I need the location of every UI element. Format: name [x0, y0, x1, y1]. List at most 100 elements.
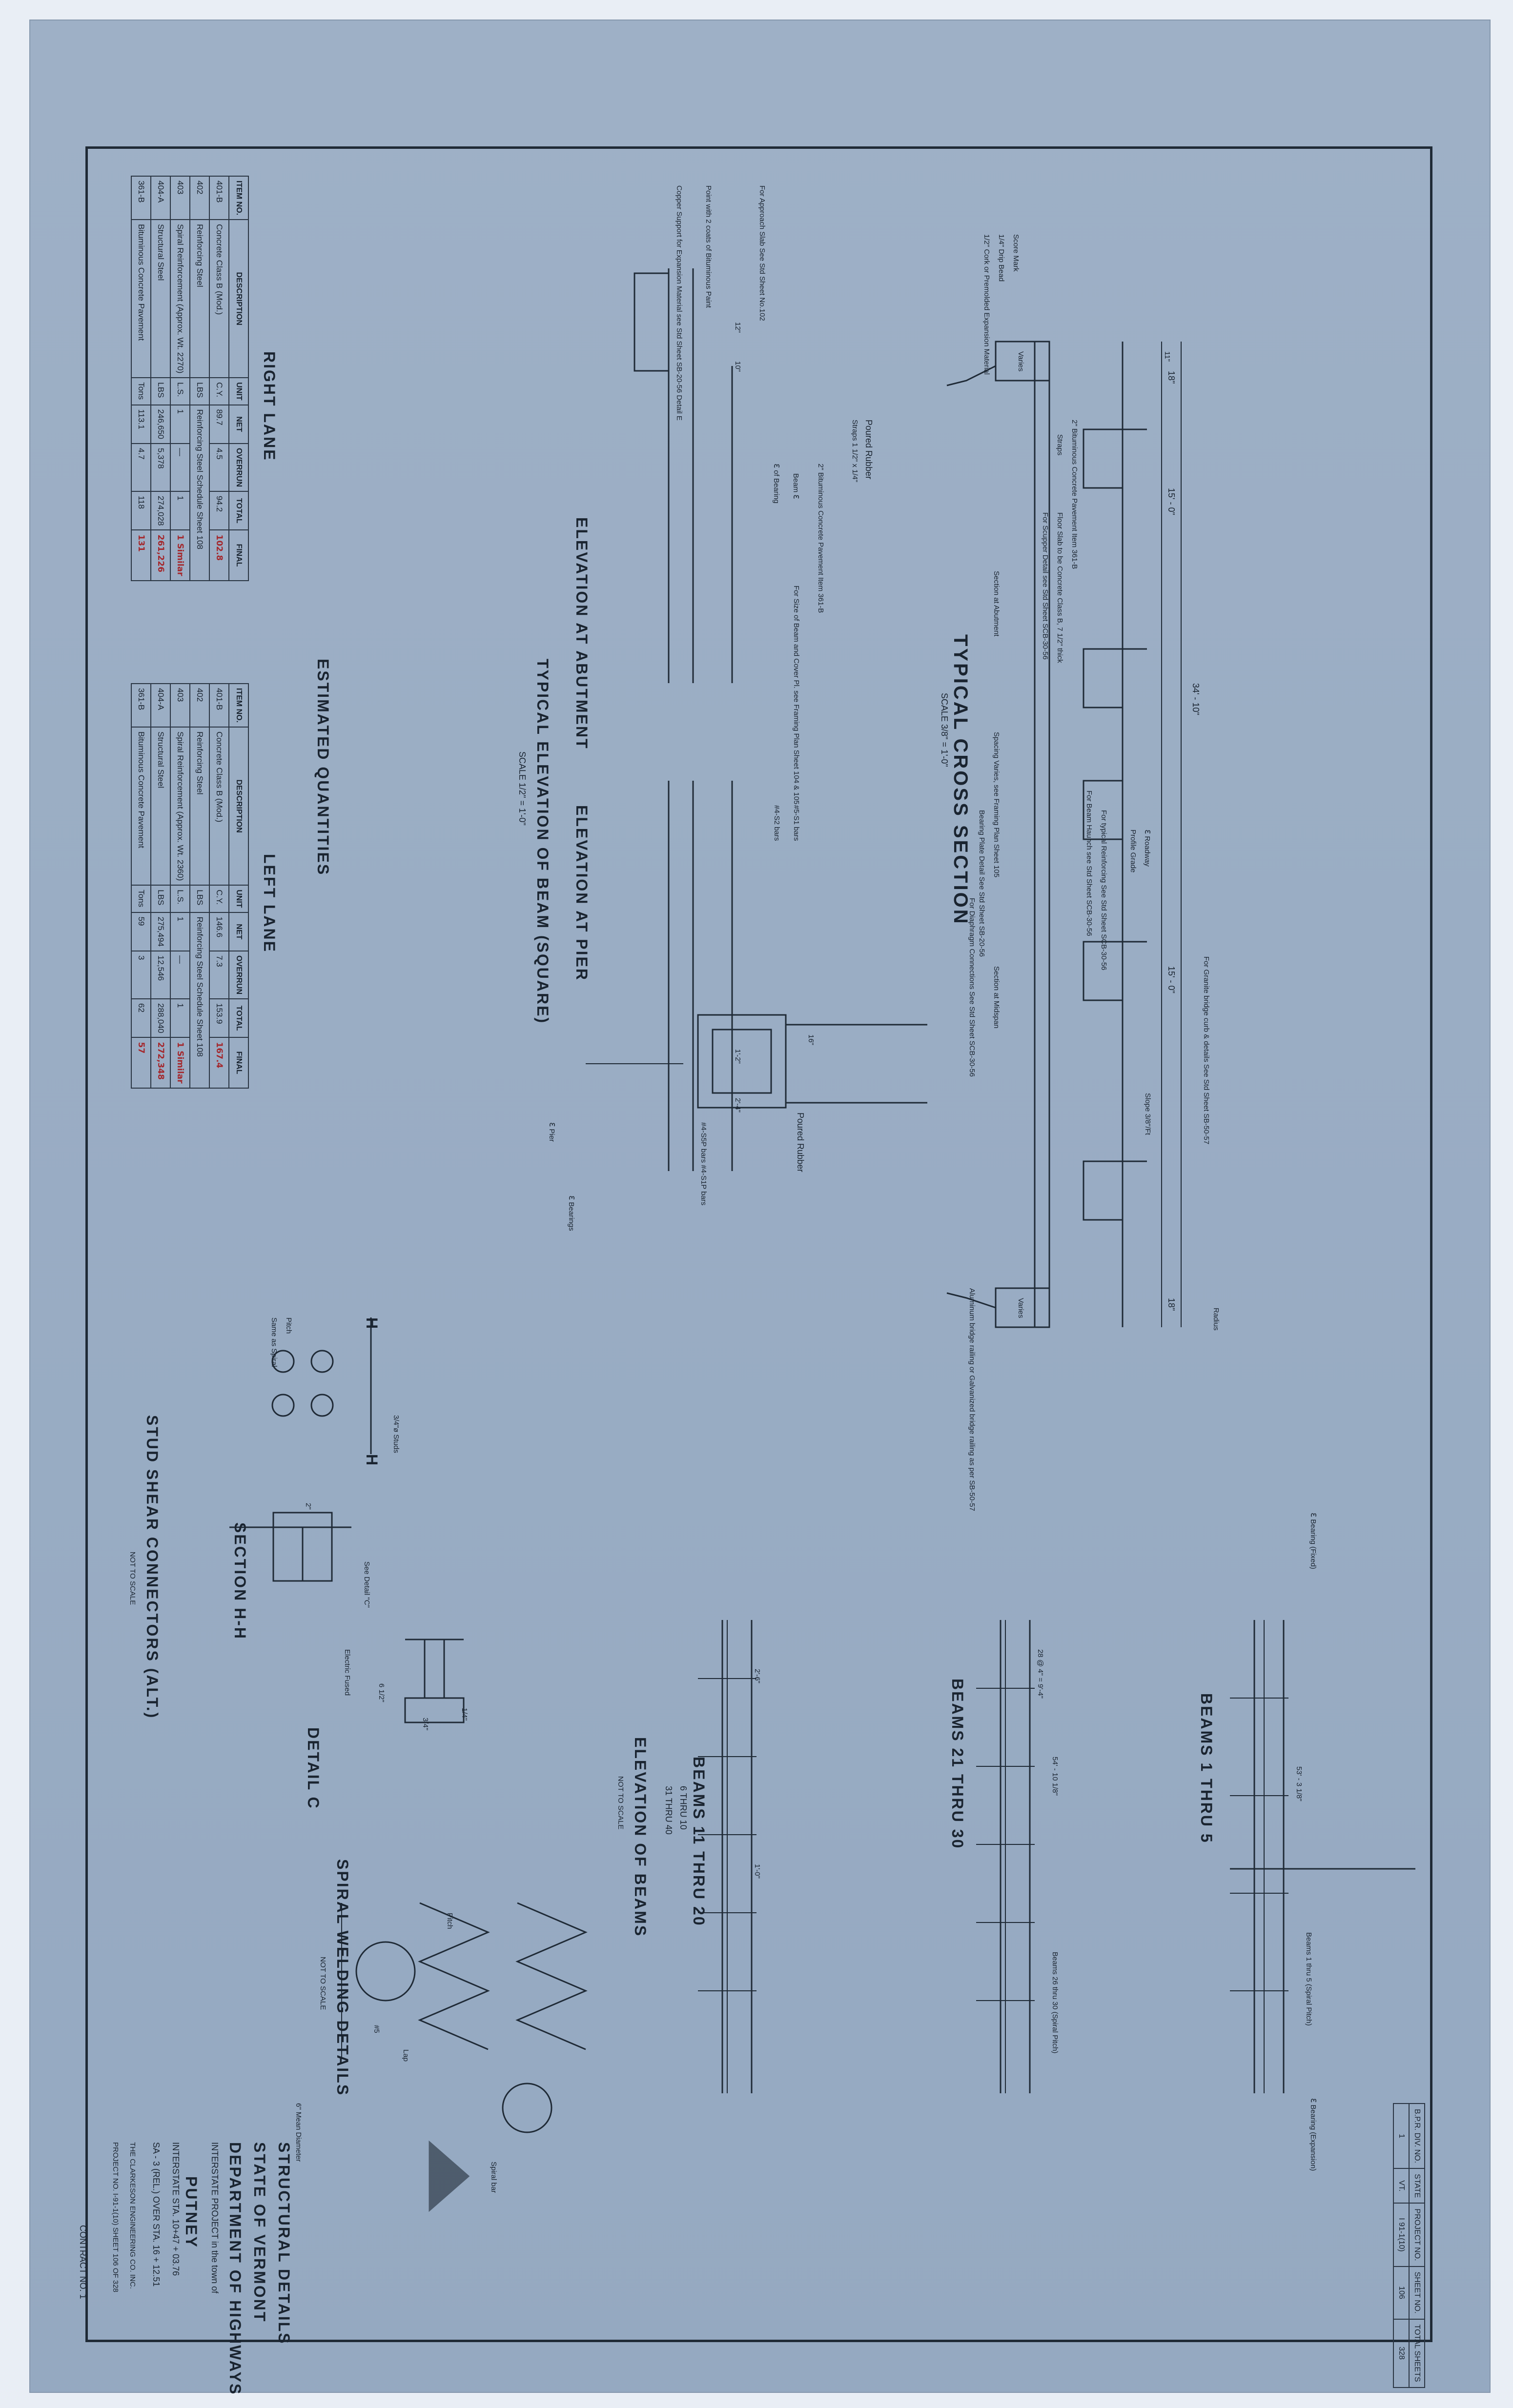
table-cell: 403	[170, 684, 190, 728]
cross-section-drawing	[946, 341, 1182, 1328]
dim-curb-left: 18"	[1166, 371, 1176, 384]
section-abutment: Section at Abutment	[992, 571, 1001, 637]
table-cell: 62	[131, 999, 151, 1038]
diaphragm-note: For Diaphragm Connections See Std Sheet …	[968, 898, 976, 1077]
dim-right: 15' - 0"	[1166, 966, 1176, 993]
reinforcing-note: For typical Reinforcing See Std Sheet SC…	[1100, 810, 1108, 971]
table-cell: Structural Steel	[151, 727, 170, 886]
project-value-cell: 328	[1393, 2319, 1409, 2388]
table-cell: LBS	[190, 885, 209, 912]
typical-beam-title: TYPICAL ELEVATION OF BEAM (SQUARE)	[534, 659, 552, 1025]
dim-6-1-2: 6 1/2"	[377, 1683, 386, 1702]
bearing-fixed: ℇ Bearing (Fixed)	[1309, 1513, 1317, 1569]
project-value-cell: I 91-1(10)	[1393, 2203, 1409, 2266]
spiral-pitch-26-30: Beams 26 thru 30 (Spiral Pitch)	[1051, 1952, 1059, 2054]
table-cell: 131	[131, 530, 151, 581]
spiral-pitch-label: Pitch	[446, 1913, 454, 1929]
poured-rubber-right: Poured Rubber	[796, 1113, 805, 1173]
project-header-cell: PROJECT NO.	[1409, 2203, 1425, 2266]
titleblock-town: PUTNEY	[183, 2176, 200, 2248]
point-note: Point with 2 coats of Bituminous Paint	[704, 185, 713, 308]
varies-left: Varies	[1017, 351, 1025, 372]
table-cell: 167.4	[209, 1037, 229, 1088]
table-cell: 12,546	[151, 951, 170, 999]
right-lane-label: RIGHT LANE	[261, 351, 278, 462]
table-cell: 401-B	[209, 684, 229, 728]
cross-section-scale: SCALE 3/8" = 1'-0"	[940, 693, 949, 767]
table-cell: Reinforcing Steel Schedule Sheet 108	[190, 405, 209, 581]
h-mark-left: H	[363, 1317, 381, 1331]
column-header: OVERRUN	[229, 951, 248, 999]
bar-5: #5	[372, 2025, 381, 2033]
studs-label: 3/4"ø Studs	[392, 1415, 400, 1453]
profile-grade: Profile Grade	[1129, 830, 1137, 873]
table-cell: 118	[131, 491, 151, 530]
project-header-cell: SHEET NO.	[1409, 2266, 1425, 2319]
table-cell: Concrete Class B (Mod.)	[209, 727, 229, 886]
score-mark: Score Mark	[1012, 234, 1020, 272]
beam-dim-1: 53' - 3 1/8"	[1295, 1766, 1303, 1801]
table-cell: L.S.	[170, 885, 190, 912]
project-value-cell: 106	[1393, 2266, 1409, 2319]
column-header: UNIT	[229, 885, 248, 912]
dim-16: 16"	[807, 1034, 815, 1046]
titleblock-text: STRUCTURAL DETAILS	[275, 2142, 293, 2345]
table-cell: 246,650	[151, 405, 170, 444]
table-cell: 402	[190, 176, 209, 220]
table-cell: 404-A	[151, 684, 170, 728]
beams-21-30-title: BEAMS 21 THRU 30	[949, 1679, 966, 1850]
dim-2: 2"	[304, 1503, 312, 1510]
mean-dia: 6" Mean Diameter	[294, 2103, 303, 2162]
abutment-title: ELEVATION AT ABUTMENT	[573, 517, 591, 750]
table-cell: 1 Similar	[170, 530, 190, 581]
table-cell: C.Y.	[209, 885, 229, 912]
cross-section-title: TYPICAL CROSS SECTION	[950, 634, 971, 926]
tb-structural-details: STRUCTURAL DETAILS	[275, 2142, 293, 2345]
dim-curb-right: 18"	[1166, 1298, 1176, 1311]
bituminous-elev: 2" Bituminous Concrete Pavement Item 361…	[817, 464, 825, 613]
lap-label: Lap	[402, 2049, 410, 2062]
titleblock-sheet: PROJECT NO. I-91-1(10) SHEET 106 OF 328	[111, 2142, 120, 2292]
poured-rubber-left: Poured Rubber	[864, 420, 874, 480]
table-cell: Tons	[131, 378, 151, 405]
spacing-varies: Spacing Varies, see Framing Plan Sheet 1…	[992, 732, 1001, 878]
beam-dim-5: 1'-0"	[753, 1864, 761, 1879]
column-header: NET	[229, 405, 248, 444]
titleblock-dept: DEPARTMENT OF HIGHWAYS	[226, 2142, 244, 2396]
table-cell: 272,348	[151, 1037, 170, 1088]
beam-dim-4: 2'-6"	[753, 1669, 761, 1683]
column-header: TOTAL	[229, 999, 248, 1038]
radius-label: Radius	[1212, 1308, 1220, 1331]
beam-cl: Beam ℇ	[792, 473, 800, 499]
column-header: UNIT	[229, 378, 248, 405]
table-cell: Reinforcing Steel Schedule Sheet 108	[190, 912, 209, 1088]
straps-note: Straps	[1056, 434, 1064, 456]
table-cell: 59	[131, 912, 151, 951]
table-cell: 1	[170, 999, 190, 1038]
section-midspan: Section at Midspan	[992, 966, 1001, 1029]
spiral-bar-label: Spiral bar	[490, 2162, 498, 2193]
beams-6-10: 6 THRU 10	[678, 1786, 688, 1830]
table-cell: 1	[170, 491, 190, 530]
table-cell: Tons	[131, 885, 151, 912]
table-cell: Reinforcing Steel	[190, 220, 209, 378]
table-cell: 4.7	[131, 444, 151, 492]
table-cell: 153.9	[209, 999, 229, 1038]
column-header: ITEM NO.	[229, 684, 248, 728]
drip-bead: 1/4" Drip Bead	[997, 234, 1005, 282]
pitch-label: Pitch	[285, 1317, 293, 1334]
table-cell: 361-B	[131, 176, 151, 220]
dim-12: 12"	[734, 322, 742, 333]
drawing-border	[85, 146, 1432, 2342]
dim-2-4: 2'-4"	[734, 1098, 742, 1113]
table-cell: 274,028	[151, 491, 170, 530]
